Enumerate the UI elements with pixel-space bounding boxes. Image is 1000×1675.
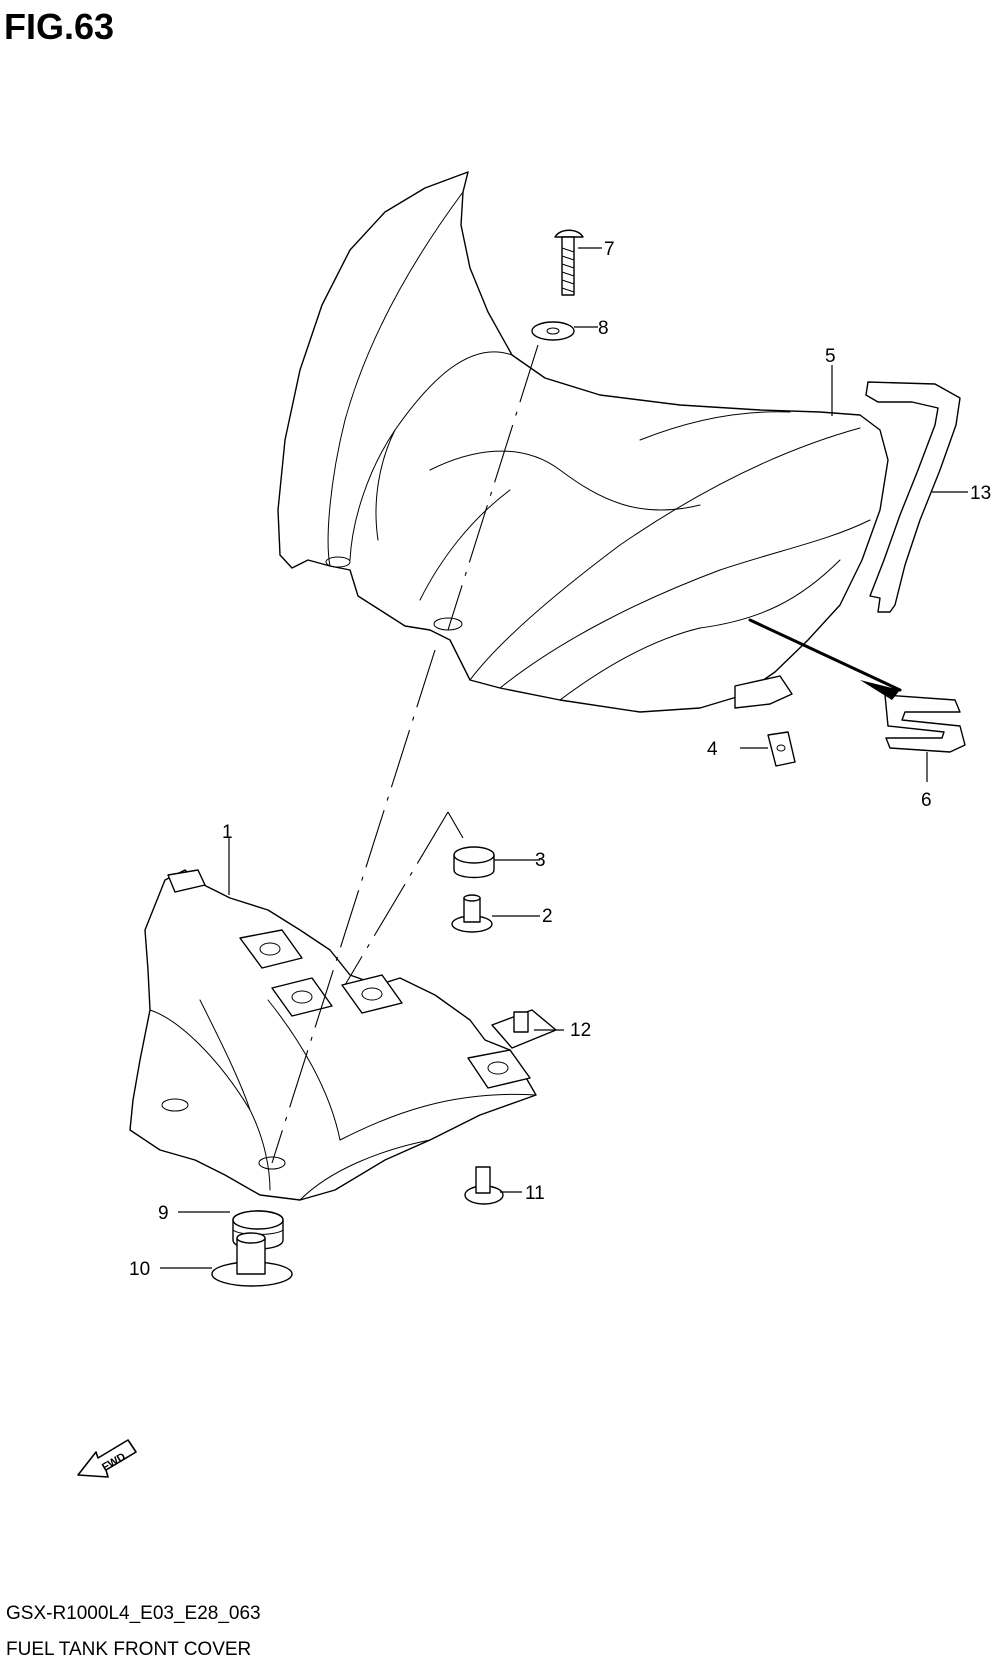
- callout-13: 13: [970, 483, 991, 504]
- front-cover-part-5[interactable]: [277, 171, 889, 713]
- diagram-code: GSX-R1000L4_E03_E28_063: [6, 1603, 261, 1624]
- screw-part-7[interactable]: [554, 229, 584, 296]
- callout-8: 8: [598, 318, 609, 339]
- callout-11: 11: [525, 1183, 545, 1204]
- emblem-part-6[interactable]: [748, 618, 966, 753]
- assembly-lines: [271, 344, 539, 1164]
- clip-nut-part-12[interactable]: [491, 1009, 557, 1049]
- callout-1: 1: [222, 822, 233, 843]
- lower-cover-part-1[interactable]: [129, 869, 537, 1201]
- callout-3: 3: [535, 850, 546, 871]
- callout-10: 10: [129, 1259, 150, 1280]
- collar-part-10[interactable]: [211, 1232, 293, 1287]
- callout-6: 6: [921, 790, 932, 811]
- bolt-part-11[interactable]: [464, 1166, 504, 1205]
- callout-5: 5: [825, 346, 836, 367]
- bolt-part-2[interactable]: [451, 894, 493, 933]
- callout-labels: 7 8 5 13 4 6 1 3 2 12 11 9 10: [129, 239, 991, 1280]
- leader-lines: [160, 247, 968, 1269]
- callout-2: 2: [542, 906, 553, 927]
- trim-strip-part-13[interactable]: [865, 381, 961, 613]
- grommet-part-3[interactable]: [453, 846, 495, 879]
- diagram-caption: FUEL TANK FRONT COVER: [6, 1639, 252, 1660]
- nut-part-4[interactable]: [767, 731, 796, 767]
- callout-12: 12: [570, 1020, 591, 1041]
- callout-7: 7: [604, 239, 615, 260]
- callout-4: 4: [707, 739, 718, 760]
- forward-arrow-icon: FWD: [77, 1439, 137, 1478]
- washer-part-8[interactable]: [531, 321, 575, 341]
- figure-title: FIG.63: [4, 6, 115, 47]
- callout-9: 9: [158, 1203, 169, 1224]
